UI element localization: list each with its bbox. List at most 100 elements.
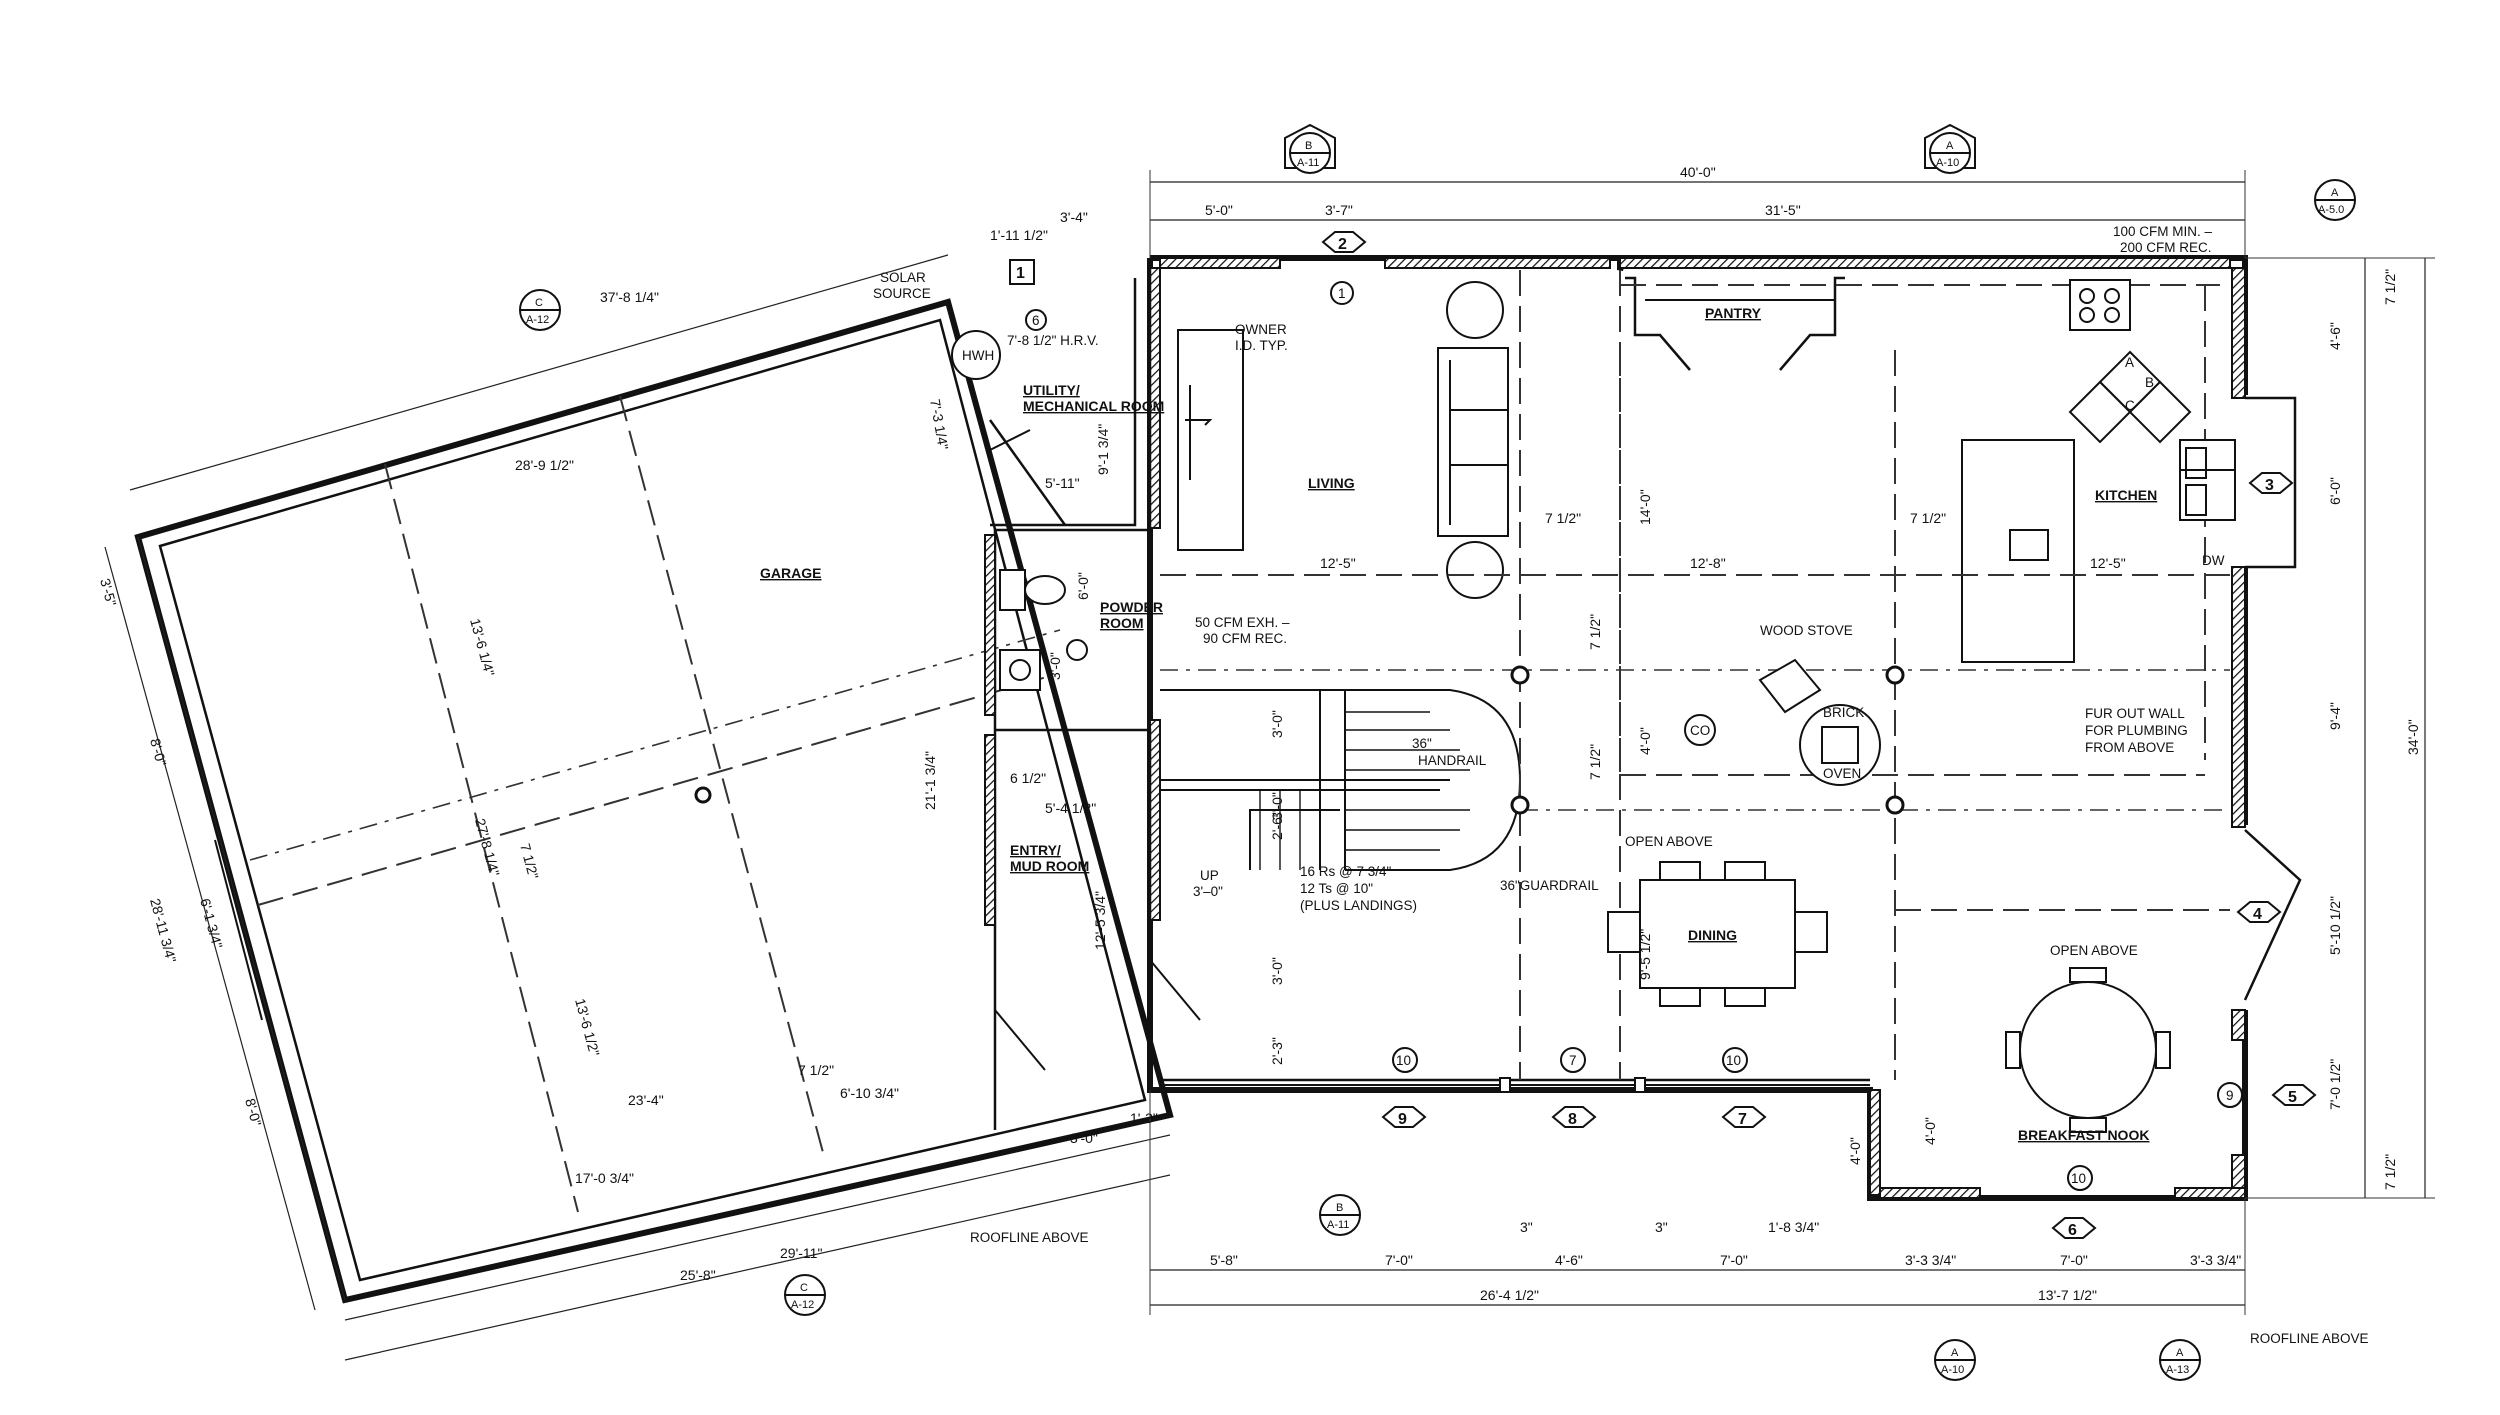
note-stairs-1: 16 Rs @ 7 3/4" (1300, 864, 1391, 879)
section-marker-b-top: B A-11 (1284, 123, 1336, 174)
note-guardrail: 36"GUARDRAIL (1500, 878, 1599, 893)
section-marker-b-bottom: B A-11 (1319, 1194, 1361, 1236)
note-hrv: 7'-8 1/2" H.R.V. (1007, 333, 1099, 348)
note-cfm-top-2: 200 CFM REC. (2120, 240, 2212, 255)
room-label-powder-2: ROOM (1100, 615, 1144, 631)
section-marker-a-top-letter: A (1946, 140, 1954, 152)
room-label-entry-2: MUD ROOM (1010, 858, 1089, 874)
note-brick: BRICK (1823, 705, 1864, 720)
wall-tag-5: 5 (2288, 1089, 2297, 1106)
dim-mid-a: 7 1/2" (1545, 510, 1581, 526)
note-solar-2: SOURCE (873, 286, 931, 301)
section-marker-c-top-letter: C (535, 297, 543, 309)
dim-entry-c: 12'-5 3/4" (1092, 891, 1108, 950)
dim-stair-a: 3'-0" (1269, 710, 1285, 738)
window-tag-9: 9 (2226, 1088, 2234, 1103)
room-label-kitchen: KITCHEN (2095, 487, 2157, 503)
dim-garage-left-d: 8'-0" (242, 1097, 265, 1128)
dim-stair-c: 3'-0" (1269, 792, 1285, 820)
note-up-1: UP (1200, 868, 1219, 883)
dim-dining-w: 12'-8" (1690, 555, 1726, 571)
dim-garage-int-d: 7 1/2" (517, 842, 542, 881)
wood-stove (1684, 658, 1881, 786)
dim-right-c: 6'-0" (2327, 477, 2343, 505)
section-marker-b-top-sheet: A-11 (1297, 157, 1319, 169)
window-tag-7: 7 (1569, 1053, 1577, 1068)
kitchen-fixtures (1619, 276, 2236, 776)
note-cfm-powder-2: 90 CFM REC. (1203, 631, 1287, 646)
dim-util-c: 5'-11" (1045, 475, 1080, 491)
dim-right-e: 5'-10 1/2" (2327, 896, 2343, 955)
dim-util-b: 9'-1 3/4" (1095, 424, 1111, 475)
section-marker-a-top: A A-10 (1924, 123, 1976, 174)
door-swings (989, 429, 1201, 1071)
house-walls (984, 255, 2302, 1201)
dining-furniture (1607, 861, 2171, 1133)
wall-tag-2: 2 (1338, 236, 1347, 253)
dim-garage-bot-a: 25'-8" (680, 1267, 716, 1283)
note-roofline-1: ROOFLINE ABOVE (970, 1230, 1089, 1245)
window-tag-10c: 10 (2071, 1171, 2086, 1186)
note-mark-c: C (2125, 398, 2135, 413)
dim-kitchen-w: 12'-5" (2090, 555, 2126, 571)
dim-top-b: 3'-7" (1325, 202, 1353, 218)
dim-mid-b: 7 1/2" (1910, 510, 1946, 526)
dim-powder-b: 3'-0" (1047, 652, 1063, 680)
dim-entry-f: 1'-3" (1130, 1110, 1158, 1126)
note-fur-1: FUR OUT WALL (2085, 706, 2185, 721)
note-oven: OVEN (1823, 766, 1861, 781)
section-marker-a-top-sheet: A-10 (1936, 157, 1959, 169)
dim-bot-c: 3" (1520, 1219, 1533, 1235)
dim-right-total: 34'-0" (2405, 719, 2421, 755)
section-marker-b-top-letter: B (1305, 140, 1312, 152)
dim-bot-j: 3'-3 3/4" (2190, 1252, 2241, 1268)
note-mark-a: A (2125, 355, 2134, 370)
dim-garage-int-c: 13'-6 1/2" (572, 997, 603, 1058)
dim-garage-int-b: 27'-8 1/4" (472, 817, 503, 878)
dim-garage-left-a: 3'-5" (97, 577, 120, 608)
wall-tag-9: 9 (1398, 1111, 1407, 1128)
section-marker-c-bottom: C A-12 (784, 1274, 826, 1316)
note-stairs-3: (PLUS LANDINGS) (1300, 898, 1417, 913)
dim-garage-top: 37'-8 1/4" (600, 289, 659, 305)
dim-nook-a: 4'-0" (1847, 1137, 1863, 1165)
room-label-living: LIVING (1308, 475, 1355, 491)
dim-mid-d: 7 1/2" (1587, 614, 1603, 650)
room-label-entry-1: ENTRY/ (1010, 842, 1061, 858)
wall-tag-7: 7 (1738, 1111, 1747, 1128)
section-marker-c-bottom-sheet: A-12 (791, 1299, 814, 1311)
section-marker-c-top: C A-12 (519, 289, 561, 331)
room-label-pantry: PANTRY (1705, 305, 1762, 321)
note-owner-2: I.D. TYP. (1235, 338, 1288, 353)
dim-nook-b: 4'-0" (1922, 1117, 1938, 1145)
dim-entry-a: 6 1/2" (1010, 770, 1046, 786)
note-solar-1: SOLAR (880, 270, 926, 285)
wall-tags: 1 2 3 4 5 6 7 8 9 (1009, 231, 2317, 1239)
window-tag-hrv: 6 (1032, 313, 1040, 328)
wall-tag-1: 1 (1016, 265, 1025, 282)
note-up-2: 3'–0" (1193, 884, 1223, 899)
dim-stair-d: 2'-3" (1269, 1037, 1285, 1065)
section-marker-a-bottom-1: A A-10 (1934, 1339, 1976, 1381)
dim-bot-d: 4'-6" (1555, 1252, 1583, 1268)
section-marker-a-bottom-1-letter: A (1951, 1347, 1959, 1359)
dim-right-b: 4'-6" (2327, 322, 2343, 350)
garage-structure (134, 298, 1174, 1304)
note-cfm-top-1: 100 CFM MIN. – (2113, 224, 2213, 239)
dim-bot-e: 3" (1655, 1219, 1668, 1235)
window-tag-owner: 1 (1338, 286, 1346, 301)
room-label-garage: GARAGE (760, 565, 821, 581)
dim-mid-c: 14'-0" (1637, 489, 1653, 525)
dim-garage-left-c: 6'-1 3/4" (197, 897, 226, 951)
dim-garage-int-f: 17'-0 3/4" (575, 1170, 634, 1186)
note-handrail-1: 36" (1412, 736, 1432, 751)
dim-garage-left-total: 28'-11 3/4" (147, 897, 179, 965)
note-owner-1: OWNER (1235, 322, 1287, 337)
dim-mid-f: 7 1/2" (1587, 744, 1603, 780)
section-marker-b-bottom-sheet: A-11 (1327, 1219, 1349, 1231)
dim-bot-total-b: 13'-7 1/2" (2038, 1287, 2097, 1303)
section-marker-a-right-letter: A (2331, 187, 2339, 199)
dim-bot-h: 3'-3 3/4" (1905, 1252, 1956, 1268)
section-marker-a-right: A A-5.0 (2314, 179, 2356, 221)
dim-right-f: 7'-0 1/2" (2327, 1059, 2343, 1110)
